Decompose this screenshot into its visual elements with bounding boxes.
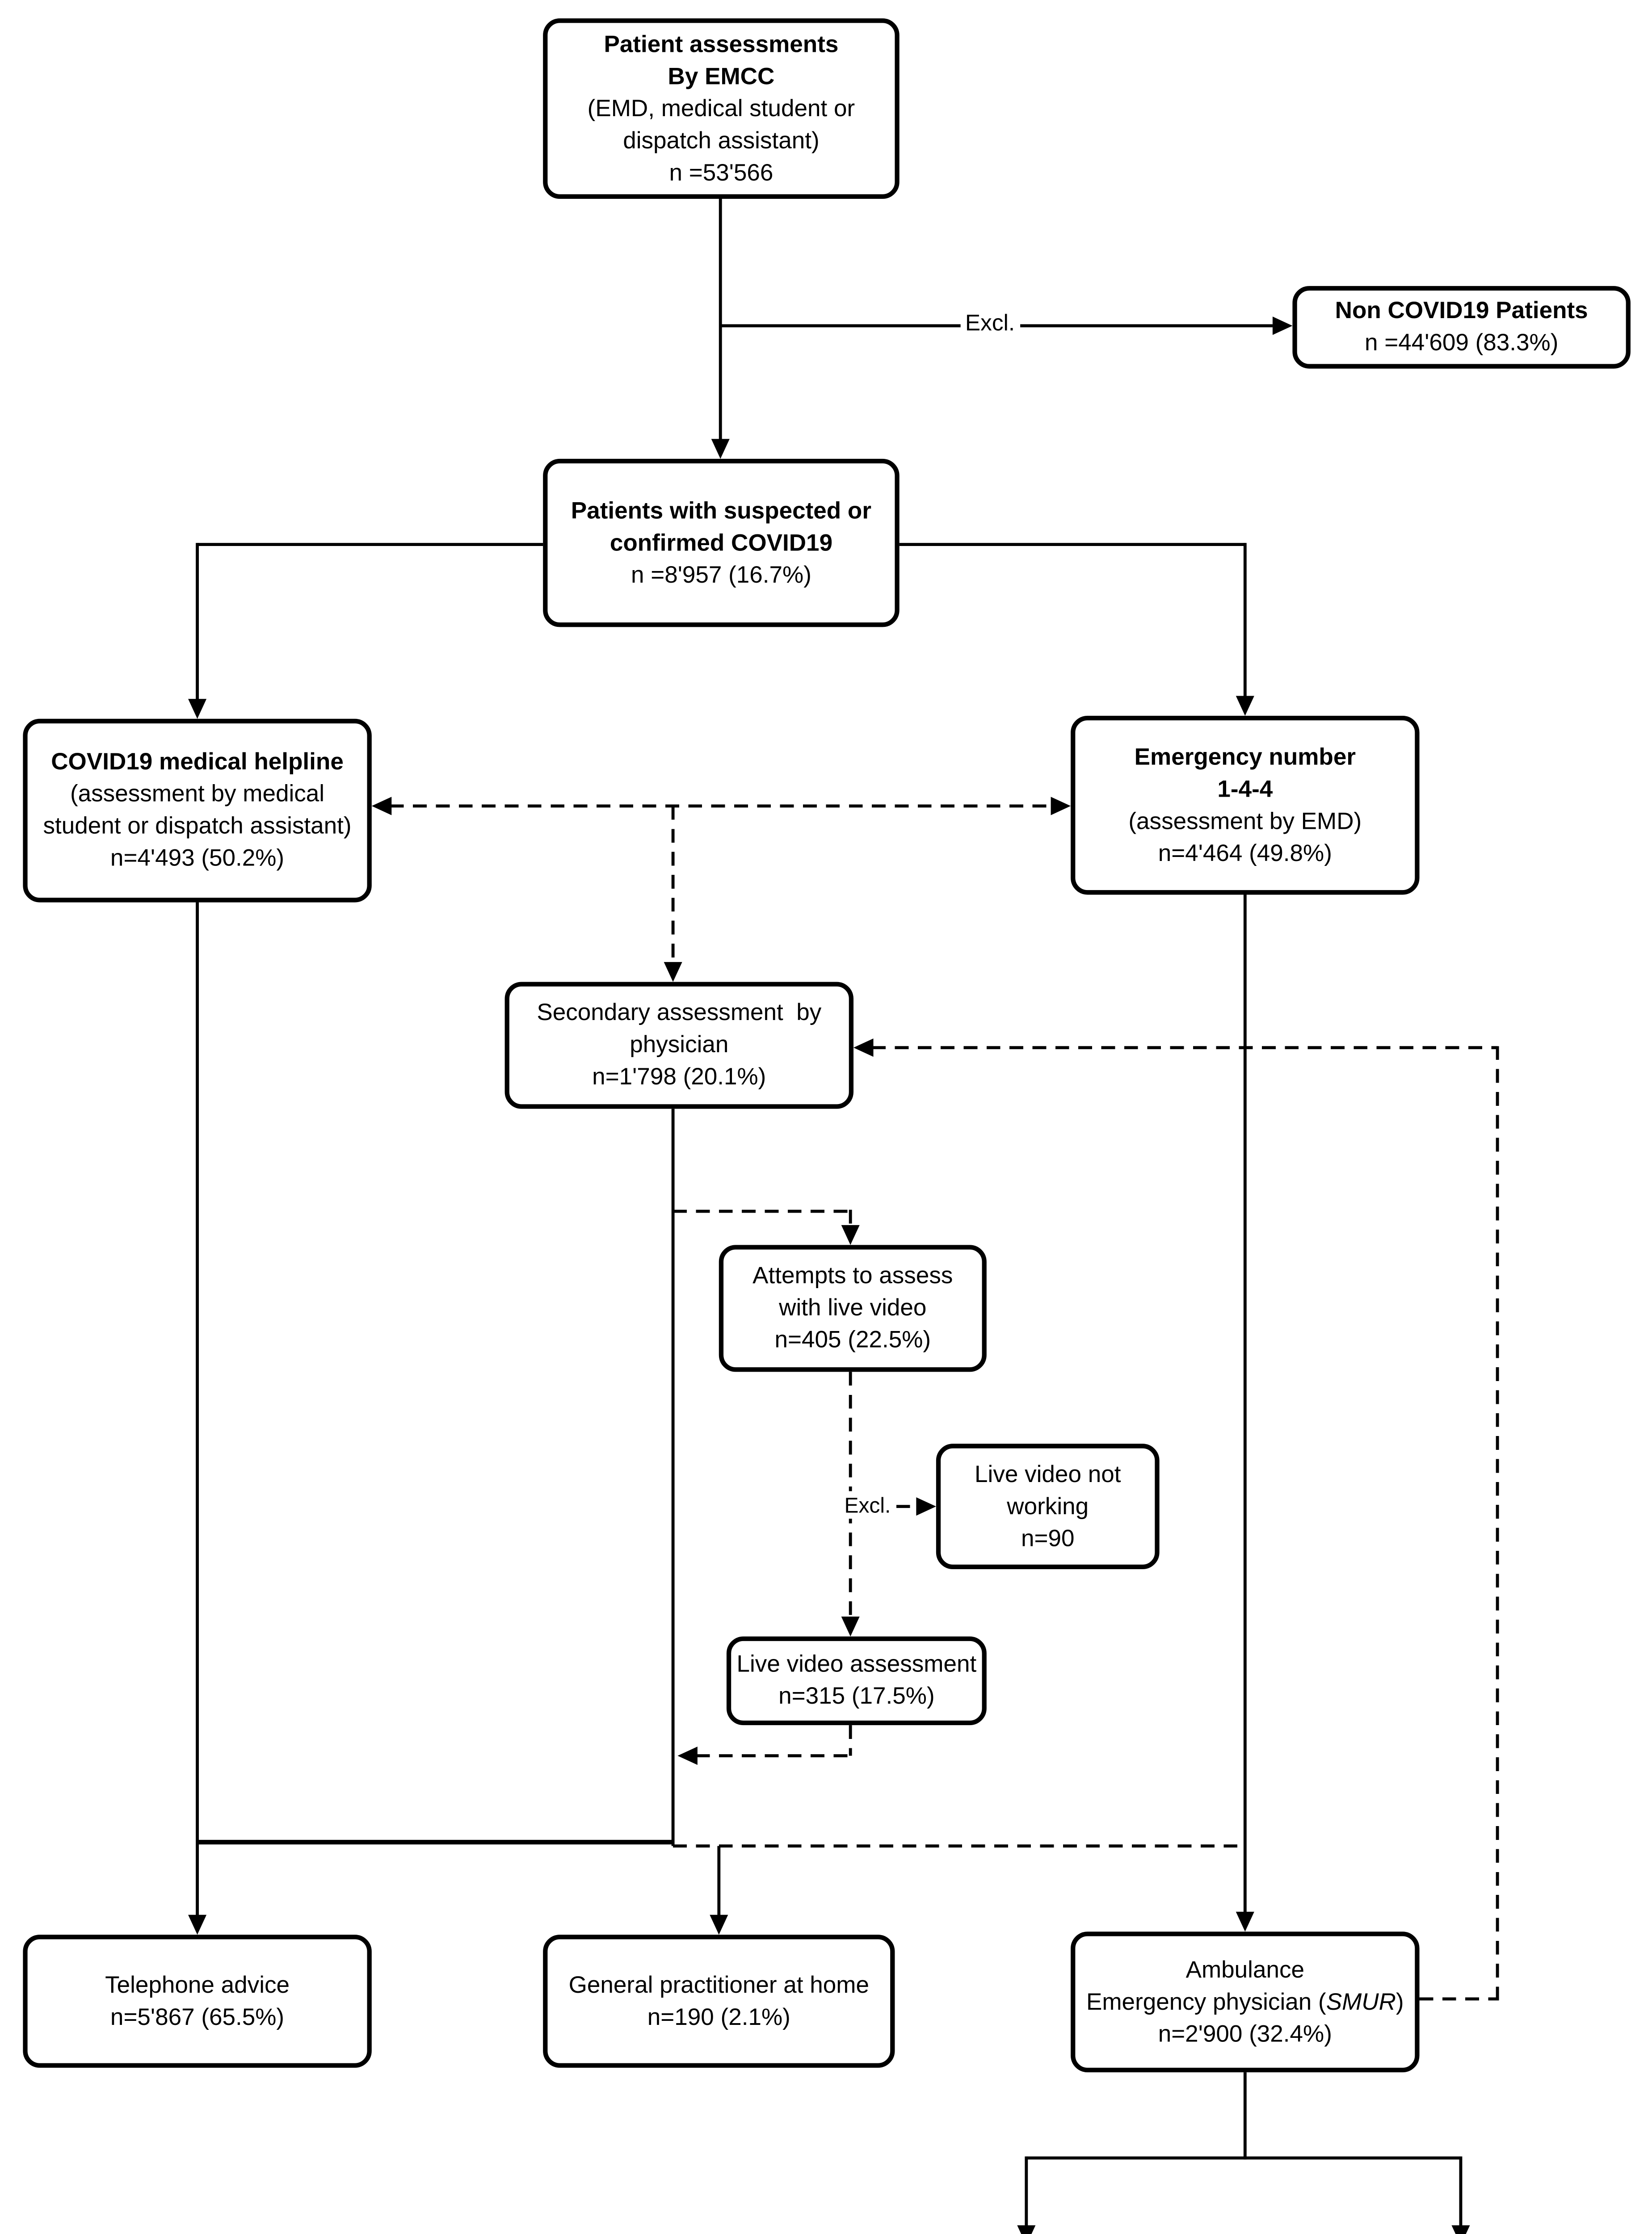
arrowhead-into-transport bbox=[1017, 2225, 1036, 2234]
connector-down-to-emergency bbox=[1243, 543, 1247, 699]
node-non-covid19-patients: Non COVID19 Patients n =44'609 (83.3%) bbox=[1292, 286, 1631, 369]
connector-down-to-transport bbox=[1025, 2156, 1028, 2229]
node-title: Patients with suspected or bbox=[571, 498, 872, 524]
arrowhead-into-helpline bbox=[188, 699, 207, 719]
node-telephone-advice: Telephone advice n=5'867 (65.5%) bbox=[23, 1935, 372, 2068]
connector-to-attempts-dashed-v bbox=[849, 1209, 852, 1228]
node-title: confirmed COVID19 bbox=[610, 530, 833, 556]
connector-to-attempts-dashed-h bbox=[673, 1209, 851, 1213]
node-title: Emergency number bbox=[1134, 744, 1356, 770]
node-count: n=90 bbox=[1021, 1525, 1075, 1552]
node-text-part: ) bbox=[1396, 1989, 1404, 2015]
arrowhead-into-suspected bbox=[711, 439, 730, 459]
connector-secondary-down bbox=[671, 1109, 675, 1846]
connector-down-to-gp bbox=[717, 1846, 721, 1918]
node-attempts-live-video: Attempts to assess with live video n=405… bbox=[719, 1245, 987, 1372]
arrowhead-into-noncovid bbox=[1272, 316, 1293, 335]
arrowhead-into-ambulance bbox=[1236, 1911, 1254, 1932]
node-text: Attempts to assess bbox=[752, 1263, 953, 1289]
arrowhead-into-gp bbox=[710, 1915, 728, 1935]
arrowhead-into-emergency-left bbox=[1051, 797, 1071, 815]
node-title: COVID19 medical helpline bbox=[51, 749, 344, 776]
arrowhead-into-remained bbox=[1451, 2225, 1470, 2234]
connector-assessment-down-dashed bbox=[849, 1725, 852, 1756]
connector-loop-right-dashed bbox=[1496, 1046, 1499, 1999]
arrowhead-into-telephone bbox=[188, 1915, 207, 1935]
node-title: Non COVID19 Patients bbox=[1335, 298, 1588, 324]
node-text: Live video assessment bbox=[736, 1651, 977, 1678]
connector-loop-from-ambulance-dashed bbox=[1419, 1997, 1499, 2001]
node-text: dispatch assistant) bbox=[623, 127, 820, 154]
node-text: (assessment by EMD) bbox=[1128, 808, 1362, 835]
node-text: physician bbox=[630, 1032, 729, 1058]
node-title: Patient assessments bbox=[604, 31, 839, 58]
connector-down-to-helpline bbox=[196, 543, 199, 702]
node-text-part: Emergency physician ( bbox=[1086, 1989, 1326, 2015]
node-text: (assessment by medical bbox=[70, 781, 325, 808]
connector-helpline-emergency-dashed bbox=[390, 804, 1054, 808]
node-emergency-number-144: Emergency number 1-4-4 (assessment by EM… bbox=[1071, 715, 1420, 895]
node-count: n=405 (22.5%) bbox=[774, 1327, 931, 1354]
node-count: n=5'867 (65.5%) bbox=[110, 2004, 285, 2031]
arrowhead-into-emergency bbox=[1236, 696, 1254, 716]
connector-suspected-left bbox=[197, 543, 543, 546]
arrowhead-into-secondary-line bbox=[677, 1747, 698, 1765]
node-live-video-not-working: Live video not working n=90 bbox=[936, 1444, 1160, 1569]
node-suspected-confirmed-covid19: Patients with suspected or confirmed COV… bbox=[543, 458, 900, 627]
node-text: Emergency physician (SMUR) bbox=[1086, 1986, 1404, 2018]
connector-emcc-to-suspected bbox=[719, 198, 722, 442]
connector-loop-top-dashed bbox=[872, 1046, 1498, 1050]
arrowhead-into-secondary-top bbox=[664, 962, 682, 982]
connector-junction-right-dashed bbox=[673, 1844, 1245, 1848]
node-text: Live video not bbox=[975, 1461, 1121, 1487]
node-text: with live video bbox=[779, 1295, 927, 1322]
node-count: n=190 (2.1%) bbox=[647, 2004, 790, 2031]
arrowhead-into-attempts bbox=[841, 1225, 860, 1245]
node-title: By EMCC bbox=[668, 63, 775, 90]
excl-label-top: Excl. bbox=[960, 310, 1020, 338]
connector-ambulance-split bbox=[1026, 2156, 1461, 2160]
node-count: n =53'566 bbox=[669, 160, 773, 186]
node-secondary-assessment-physician: Secondary assessment by physician n=1'79… bbox=[504, 982, 854, 1109]
arrowhead-into-live-assessment bbox=[841, 1617, 860, 1637]
excl-label-video: Excl. bbox=[840, 1491, 895, 1519]
node-text: Telephone advice bbox=[105, 1972, 290, 1999]
connector-ambulance-down bbox=[1243, 2072, 1247, 2160]
node-count: n=315 (17.5%) bbox=[778, 1684, 935, 1710]
node-count: n =44'609 (83.3%) bbox=[1364, 330, 1559, 357]
arrowhead-into-secondary-right bbox=[853, 1038, 874, 1057]
node-ambulance-smur: Ambulance Emergency physician (SMUR) n=2… bbox=[1071, 1932, 1420, 2073]
node-text: Secondary assessment by bbox=[537, 1000, 822, 1026]
node-text: Ambulance bbox=[1185, 1957, 1305, 1983]
node-patient-assessments-emcc: Patient assessments By EMCC (EMD, medica… bbox=[543, 18, 900, 199]
node-count: n=2'900 (32.4%) bbox=[1158, 2021, 1332, 2047]
node-text: General practitioner at home bbox=[568, 1972, 870, 1999]
connector-suspected-right bbox=[899, 543, 1245, 546]
connector-dashed-to-secondary bbox=[671, 806, 675, 965]
node-title: 1-4-4 bbox=[1217, 776, 1273, 802]
node-general-practitioner-home: General practitioner at home n=190 (2.1%… bbox=[543, 1935, 895, 2068]
node-count: n=4'464 (49.8%) bbox=[1158, 840, 1332, 867]
node-count: n=4'493 (50.2%) bbox=[110, 845, 285, 872]
node-count: n=1'798 (20.1%) bbox=[592, 1064, 766, 1091]
arrowhead-into-helpline-right bbox=[371, 797, 392, 815]
connector-junction-left bbox=[197, 1839, 673, 1845]
node-covid19-medical-helpline: COVID19 medical helpline (assessment by … bbox=[23, 718, 372, 903]
node-text: working bbox=[1007, 1493, 1089, 1520]
node-live-video-assessment: Live video assessment n=315 (17.5%) bbox=[726, 1636, 987, 1726]
connector-down-to-remained bbox=[1459, 2156, 1463, 2229]
connector-emergency-to-ambulance bbox=[1243, 894, 1247, 1915]
node-count: n =8'957 (16.7%) bbox=[631, 562, 811, 588]
arrowhead-into-not-working bbox=[916, 1497, 936, 1516]
connector-assessment-left-dashed bbox=[696, 1754, 851, 1758]
node-text: student or dispatch assistant) bbox=[43, 814, 352, 840]
node-text-italic: SMUR bbox=[1326, 1989, 1396, 2015]
node-text: (EMD, medical student or bbox=[587, 95, 855, 122]
connector-helpline-to-telephone bbox=[196, 902, 199, 1918]
